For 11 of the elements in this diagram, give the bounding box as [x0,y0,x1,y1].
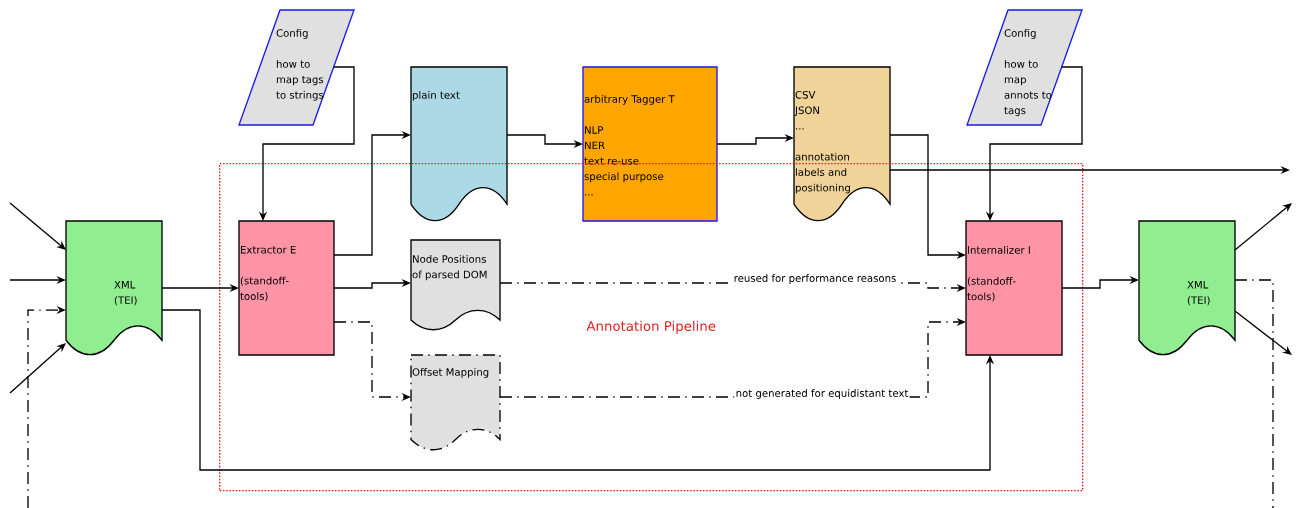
data-parallelogram: Config how to map annots to tags [966,9,1083,126]
arrow [1234,203,1292,251]
connector-line [1234,279,1274,508]
arrow [1234,310,1292,355]
edge-label: not generated for equidistant text [734,387,910,401]
data-parallelogram: Config how to map tags to strings [238,9,355,126]
arrow [9,343,66,394]
process-box: Extractor E (standoff-tools) [238,220,335,356]
edge-label: reused for performance reasons [732,272,898,286]
arrow [9,202,66,250]
process-box: Internalizer I (standoff-tools) [965,220,1063,356]
